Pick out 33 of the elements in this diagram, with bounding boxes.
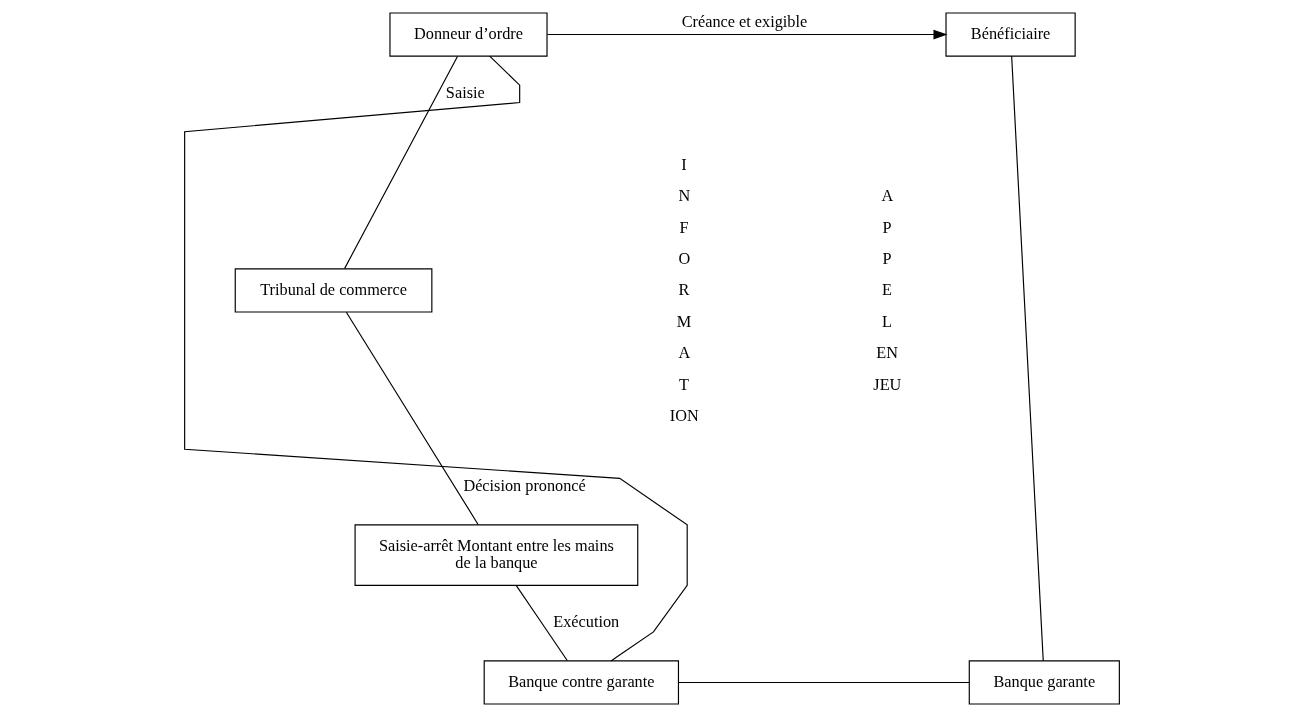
- node-box: Donneur d’ordre: [388, 12, 548, 57]
- label: F: [679, 217, 689, 237]
- node-box: Tribunal de commerce: [234, 268, 432, 313]
- edge-label: Créance et exigible: [681, 11, 807, 31]
- label: L: [881, 311, 892, 331]
- label: A: [880, 186, 893, 206]
- node-box: Saisie-arrêt Montant entre les mains de la banque: [354, 524, 638, 586]
- label: JEU: [872, 374, 901, 394]
- label: N: [677, 186, 690, 206]
- label: ION: [669, 405, 699, 425]
- label: T: [678, 374, 689, 394]
- label: A: [677, 343, 690, 363]
- connector: [183, 55, 688, 662]
- label: P: [882, 217, 892, 237]
- node-box: Bénéficiaire: [944, 12, 1076, 57]
- edge-label: Décision prononcé: [462, 476, 586, 496]
- connector: [677, 681, 970, 684]
- label: M: [676, 311, 691, 331]
- connector: [515, 585, 568, 662]
- arrow: [546, 29, 947, 40]
- label: O: [677, 248, 690, 268]
- connector: [1010, 55, 1044, 662]
- label: E: [881, 280, 892, 300]
- label: R: [677, 280, 689, 300]
- edge-label: Exécution: [552, 612, 619, 632]
- connector: [343, 55, 458, 270]
- node-box: Banque garante: [968, 660, 1120, 705]
- label: P: [882, 248, 892, 268]
- label: EN: [875, 343, 898, 363]
- label: I: [680, 154, 687, 174]
- node-box: Banque contre garante: [483, 660, 679, 705]
- edge-label: Saisie: [445, 83, 485, 103]
- connector: [345, 311, 479, 526]
